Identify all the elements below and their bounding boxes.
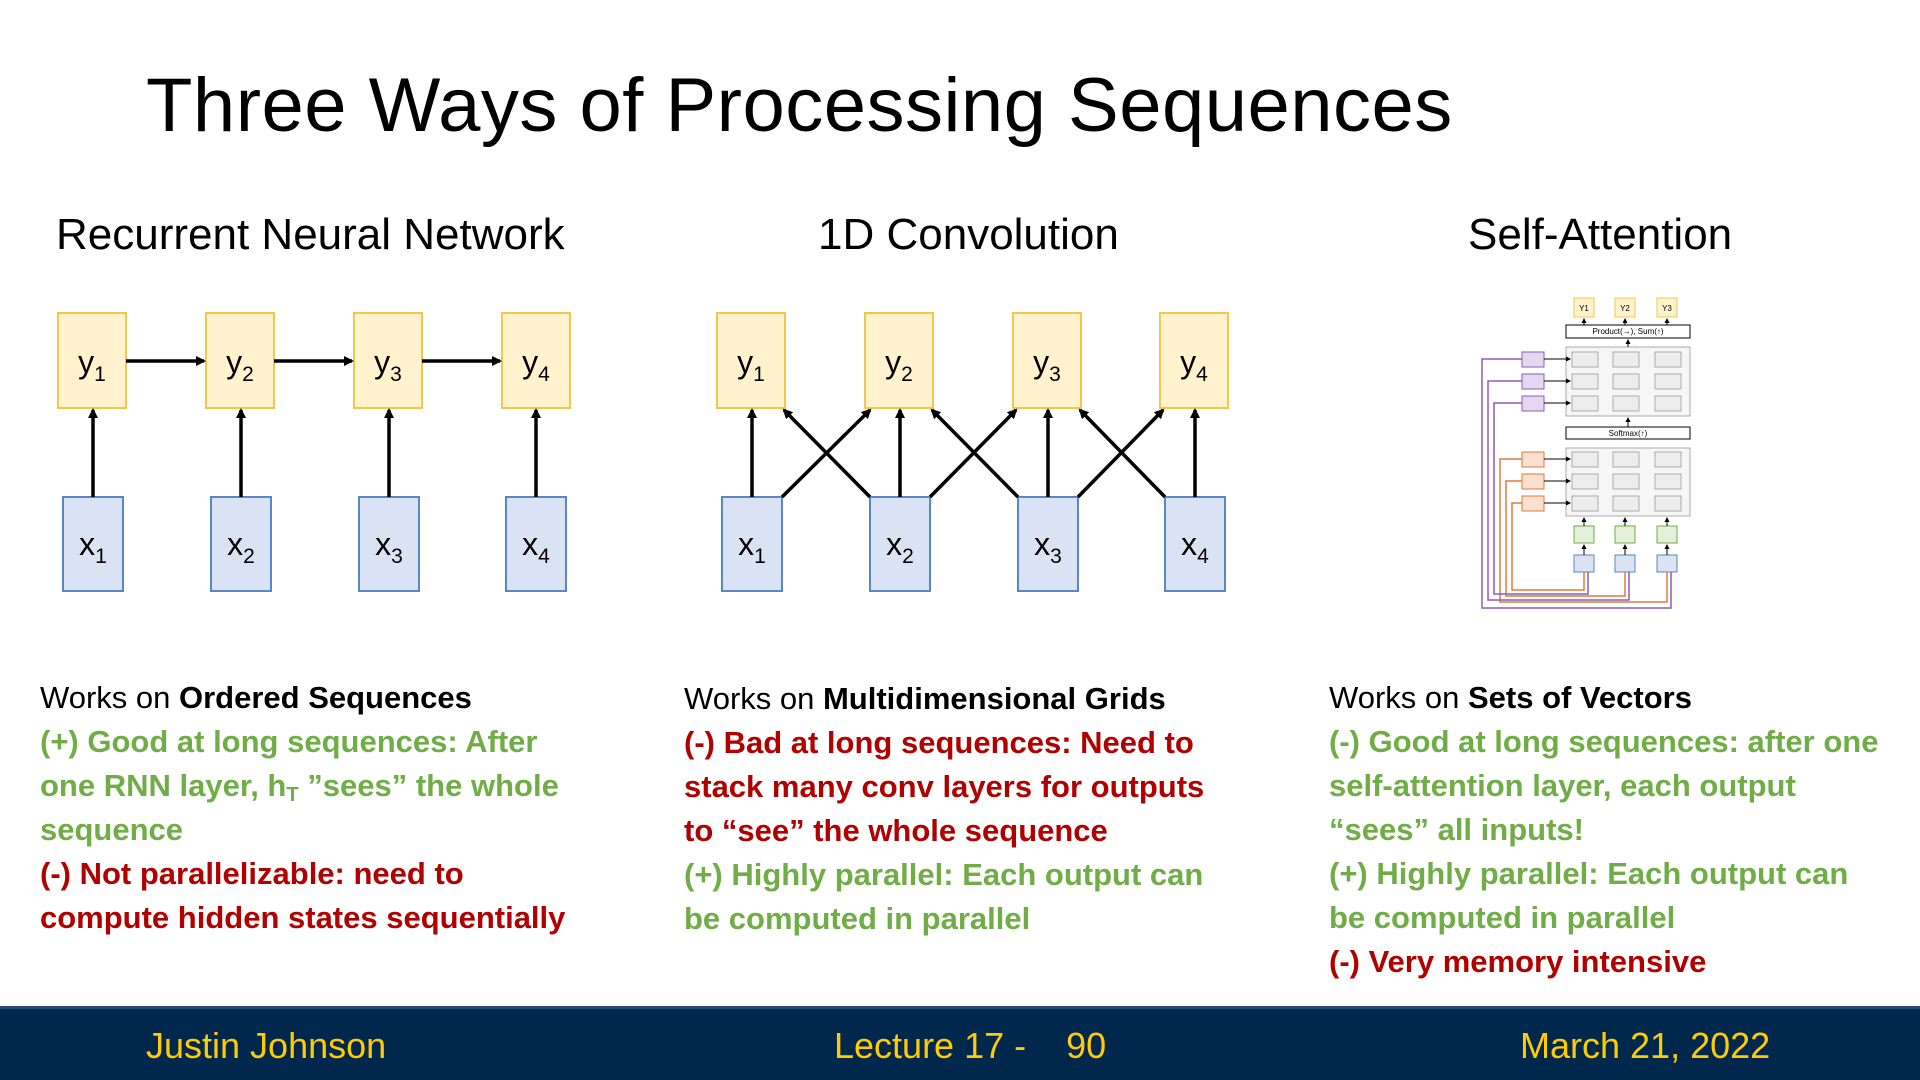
attn-y2-node [1614,297,1636,318]
attn-x3-node [1656,554,1678,573]
rnn-x2-label: x2 [227,526,255,568]
footer-lecture: Lecture 17 - 90 [834,1025,1107,1066]
attn-x1-node [1573,554,1595,573]
rnn-x1-node [62,496,124,592]
heading-self-attention: Self-Attention [1468,210,1733,259]
self-attention-diagram: Y1 Y2 Y3 Product(→), Sum(↑) Softmax(↑) [1481,297,1691,609]
attn-y2-label: Y2 [1620,304,1630,313]
attn-q3-node [1656,525,1678,544]
conv-x2-label: x2 [886,526,914,568]
rnn-x1-label: x1 [79,526,107,568]
rnn-y3-label: y3 [374,344,402,386]
attn-x2-node [1614,554,1636,573]
rnn-x4-node [505,496,567,592]
conv-y2-label: y2 [885,344,913,386]
conv-y3-node [1012,312,1082,409]
heading-rnn: Recurrent Neural Network [56,210,565,259]
conv-y1-label: y1 [737,344,765,386]
rnn-y4-node [501,312,571,409]
conv-x2-node [869,496,931,592]
self-attention-description: Works on Sets of Vectors (-) Good at lon… [1329,680,1879,979]
conv-x3-label: x3 [1034,526,1062,568]
attn-k3-node [1521,451,1545,468]
rnn-x4-label: x4 [522,526,550,568]
attn-wires [1481,358,1672,609]
heading-conv: 1D Convolution [818,210,1119,259]
rnn-diagram: y1 y2 y3 y4 x1 x2 x3 x4 [57,312,571,592]
attn-product-label: Product(→), Sum(↑) [1592,327,1663,336]
attn-a-grid [1565,346,1691,417]
footer-bar: Justin Johnson Lecture 17 - 90 March 21,… [0,1006,1920,1080]
conv-x4-node [1164,496,1226,592]
footer-date: March 21, 2022 [1520,1025,1771,1066]
conv-arrow-x2-y1 [782,408,872,499]
attn-product-box [1565,324,1691,339]
attn-v2-node [1521,373,1545,390]
attn-k1-node [1521,495,1545,512]
conv-y3-label: y3 [1033,344,1061,386]
rnn-y1-node [57,312,127,409]
conv-arrow-x3-y2 [930,408,1020,499]
conv-arrow-x4-y3 [1078,408,1167,499]
conv-y4-label: y4 [1180,344,1208,386]
conv-description: Works on Multidimensional Grids (-) Bad … [684,681,1205,936]
rnn-x3-node [358,496,420,592]
slide-title: Three Ways of Processing Sequences [146,63,1453,148]
rnn-y2-node [205,312,275,409]
conv-y4-node [1159,312,1229,409]
rnn-y1-label: y1 [78,344,106,386]
attn-q2-node [1614,525,1636,544]
attn-softmax-label: Softmax(↑) [1609,429,1648,438]
attn-v3-node [1521,351,1545,368]
attn-y1-label: Y1 [1579,304,1589,313]
attn-q1-node [1573,525,1595,544]
attn-y3-label: Y3 [1662,304,1672,313]
diagrams: y1 y2 y3 y4 x1 x2 x3 x4 [57,297,1691,609]
rnn-x2-node [210,496,272,592]
rnn-x3-label: x3 [375,526,403,568]
conv-x1-label: x1 [738,526,766,568]
attn-v1-node [1521,395,1545,412]
footer-author: Justin Johnson [146,1025,387,1066]
rnn-y2-label: y2 [226,344,254,386]
rnn-y4-label: y4 [522,344,550,386]
attn-e-grid [1565,447,1691,517]
attn-y1-node [1573,297,1595,318]
conv-diagram: y1 y2 y3 y4 x1 x2 x3 x4 [716,312,1229,592]
conv-x4-label: x4 [1181,526,1209,568]
attn-y3-node [1656,297,1678,318]
rnn-description: Works on Ordered Sequences (+) Good at l… [40,680,566,935]
conv-y2-node [864,312,934,409]
conv-y1-node [716,312,786,409]
attn-k2-node [1521,473,1545,490]
